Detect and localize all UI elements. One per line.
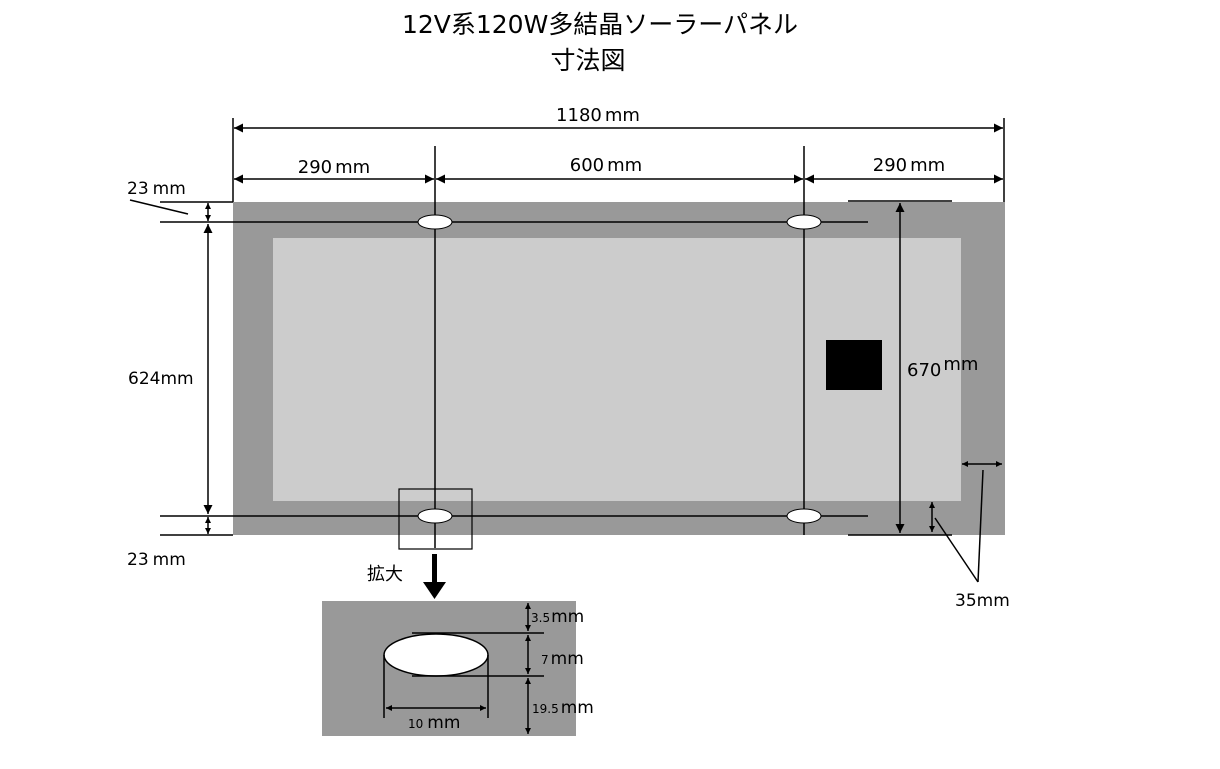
- top-margin-unit: mm: [153, 179, 186, 199]
- mounting-hole-bottom-left: [417, 508, 453, 524]
- frame-width-label: 35mm: [955, 591, 1010, 611]
- bottom-margin-value: 23: [127, 550, 149, 570]
- frame-width-leader-a: [934, 517, 979, 583]
- zoom-arrow-head: [423, 582, 446, 599]
- top-margin-leader: [129, 199, 189, 215]
- title-line-2: 寸法図: [550, 46, 625, 75]
- zoom-hole: [383, 633, 489, 677]
- zoom-top-offset-value: 3.5: [531, 611, 550, 625]
- mounting-hole-top-right: [786, 214, 822, 230]
- mounting-hole-bottom-right: [786, 508, 822, 524]
- bottom-margin-unit: mm: [153, 550, 186, 570]
- right-segment-value: 290: [873, 155, 907, 176]
- junction-box: [826, 340, 882, 390]
- zoom-label: 拡大: [367, 564, 403, 585]
- zoom-bottom-offset-value: 19.5: [532, 702, 559, 716]
- total-width-unit: mm: [605, 105, 640, 126]
- total-height-value: 670: [907, 360, 941, 381]
- middle-segment-value: 600: [570, 155, 604, 176]
- middle-segment-unit: mm: [607, 155, 642, 176]
- zoom-hole-width-label: 10 mm: [408, 713, 460, 733]
- zoom-top-offset-label: 3.5mm: [531, 607, 584, 627]
- total-height-unit: mm: [943, 354, 978, 375]
- left-segment-value: 290: [298, 157, 332, 178]
- left-segment-unit: mm: [335, 157, 370, 178]
- zoom-top-offset-unit: mm: [551, 607, 584, 627]
- top-margin-value: 23: [127, 179, 149, 199]
- title-line-1: 12V系120W多結晶ソーラーパネル: [402, 10, 798, 39]
- mounting-hole-top-left: [417, 214, 453, 230]
- zoom-bottom-offset-unit: mm: [561, 698, 594, 718]
- zoom-hole-height-value: 7: [541, 653, 549, 667]
- zoom-hole-height-unit: mm: [551, 649, 584, 669]
- zoom-arrow-shaft: [432, 554, 437, 584]
- total-width-value: 1180: [556, 105, 602, 126]
- frame-width-leader-b: [977, 469, 984, 583]
- zoom-hole-width-value: 10: [408, 717, 423, 731]
- right-segment-unit: mm: [910, 155, 945, 176]
- zoom-region-box: [398, 488, 473, 550]
- hole-spacing-label: 624mm: [128, 369, 194, 389]
- zoom-hole-width-unit: mm: [427, 713, 460, 733]
